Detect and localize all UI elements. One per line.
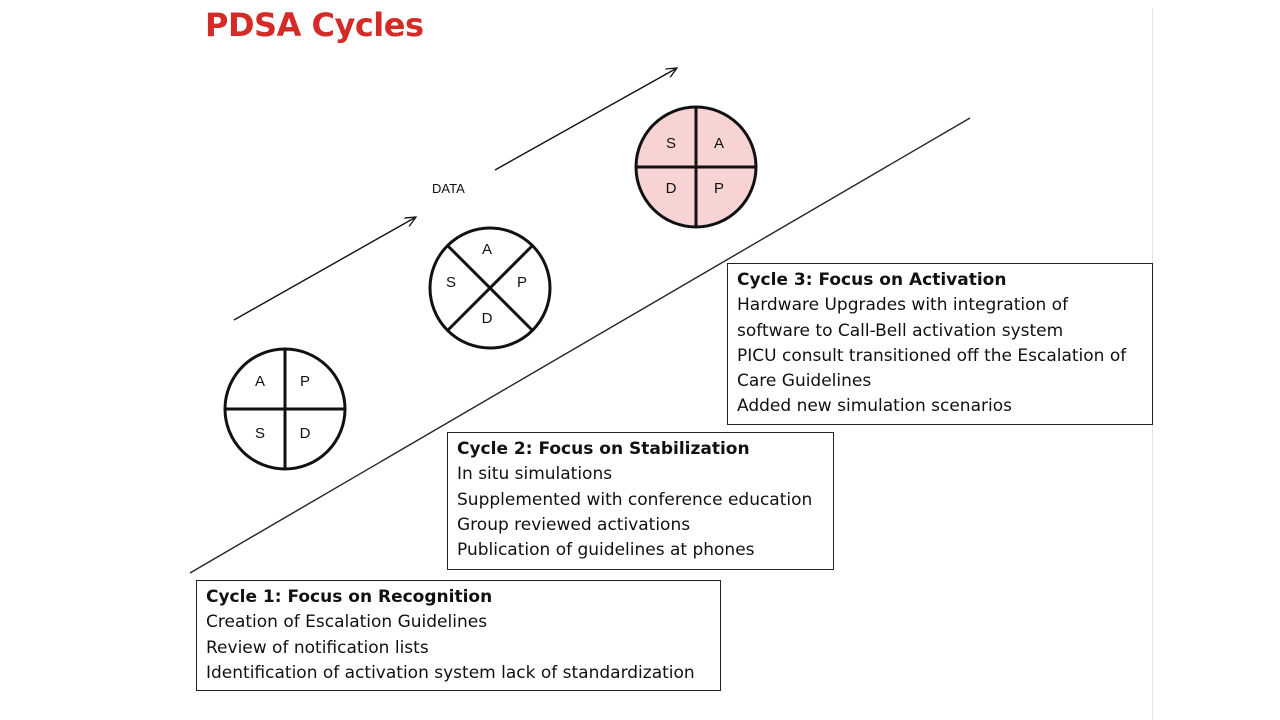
wheel1-label-top-left: A [255, 373, 265, 390]
arrow-lower [233, 217, 416, 321]
cycle3-item: Care Guidelines [737, 371, 872, 392]
cycle1-textbox: Cycle 1: Focus on Recognition Creation o… [196, 580, 721, 691]
data-label: DATA [432, 181, 465, 196]
cycle1-heading: Cycle 1: Focus on Recognition [206, 587, 493, 607]
cycle3-heading: Cycle 3: Focus on Activation [737, 270, 1007, 290]
wheel2-label-top: A [482, 241, 492, 258]
baseline-diagonal [189, 117, 971, 574]
wheel3-label-top-left: S [666, 135, 676, 152]
cycle2-item: Group reviewed activations [457, 514, 691, 535]
cycle1-item: Review of notification lists [206, 637, 429, 658]
wheel1-label-bottom-left: S [255, 425, 265, 442]
cycle1-item: Identification of activation system lack… [206, 662, 695, 683]
wheel3-label-bottom-right: P [714, 180, 724, 197]
cycle1-item: Creation of Escalation Guidelines [206, 612, 488, 633]
cycle2-heading: Cycle 2: Focus on Stabilization [457, 439, 750, 459]
cycle2-item: In situ simulations [457, 464, 613, 485]
wheel1-label-bottom-right: D [300, 425, 311, 442]
cycle3-textbox: Cycle 3: Focus on Activation Hardware Up… [727, 263, 1153, 425]
wheel3-label-top-right: A [714, 135, 724, 152]
cycle2-textbox: Cycle 2: Focus on Stabilization In situ … [447, 432, 834, 570]
cycle3-item: PICU consult transitioned off the Escala… [737, 345, 1127, 366]
cycle3-item: Added new simulation scenarios [737, 396, 1012, 417]
wheel1-label-top-right: P [300, 373, 310, 390]
wheel2-label-right: P [517, 274, 527, 291]
pdsa-wheel-cycle2: A P D S [428, 226, 552, 350]
wheel3-label-bottom-left: D [666, 180, 677, 197]
pdsa-wheel-cycle1: A P S D [223, 347, 347, 471]
wheel2-label-left: S [446, 274, 456, 291]
cycle3-item: software to Call-Bell activation system [737, 320, 1064, 341]
page-title: PDSA Cycles [205, 6, 424, 44]
arrow-upper [494, 68, 677, 171]
pdsa-wheel-cycle3: S A D P [634, 105, 758, 229]
cycle3-item: Hardware Upgrades with integration of [737, 295, 1069, 316]
wheel2-label-bottom: D [482, 310, 493, 327]
cycle2-item: Publication of guidelines at phones [457, 540, 755, 561]
cycle2-item: Supplemented with conference education [457, 489, 813, 510]
